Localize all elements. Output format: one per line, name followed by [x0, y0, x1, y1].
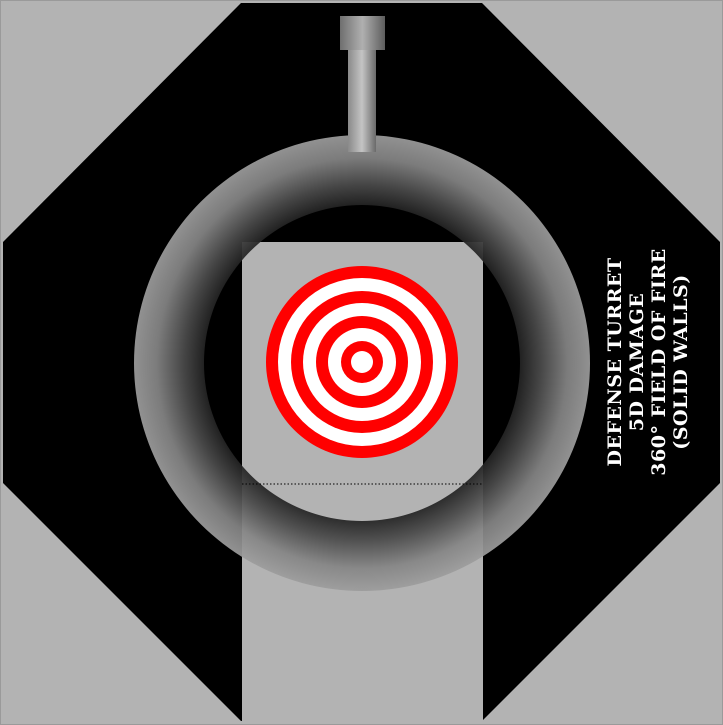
bullseye-icon	[266, 266, 458, 458]
